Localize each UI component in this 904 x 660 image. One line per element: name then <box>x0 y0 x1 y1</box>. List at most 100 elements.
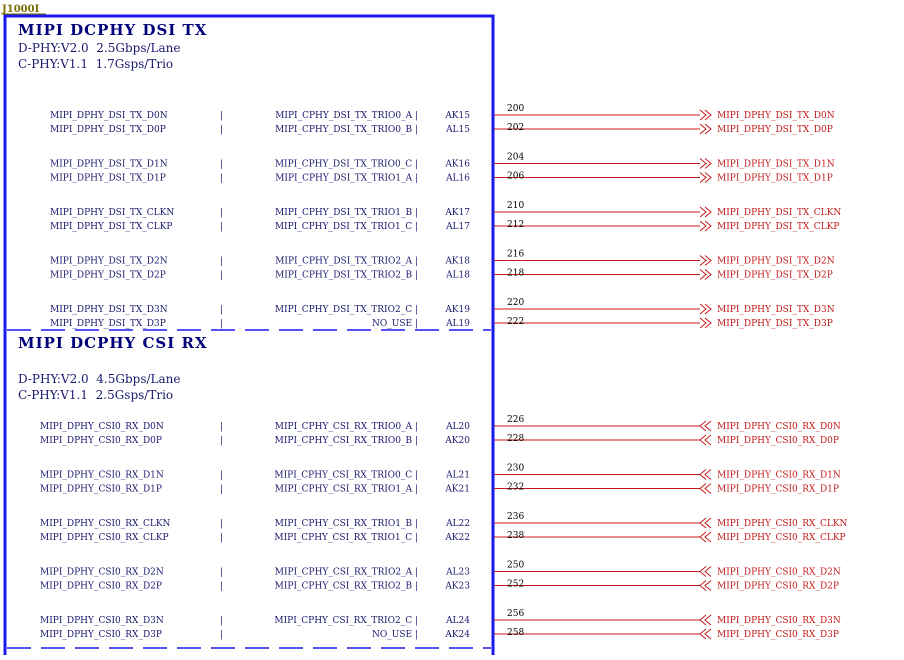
pin-row: MIPI_DPHY_DSI_TX_D0P|MIPI_CPHY_DSI_TX_TR… <box>50 123 833 135</box>
cphy-signal-name: MIPI_CPHY_DSI_TX_TRIO0_A | <box>275 111 418 121</box>
cphy-signal-name: MIPI_CPHY_DSI_TX_TRIO0_B | <box>275 125 418 135</box>
output-port-icon <box>699 220 712 232</box>
symbol-border <box>3 14 495 660</box>
net-label: MIPI_DPHY_CSI0_RX_D0P <box>717 436 839 446</box>
cphy-separator: | <box>220 160 223 170</box>
cphy-separator: | <box>220 208 223 218</box>
pin-row: MIPI_DPHY_CSI0_RX_D3N|MIPI_CPHY_CSI_RX_T… <box>40 609 841 626</box>
dphy-signal-name: MIPI_DPHY_CSI0_RX_CLKP <box>40 533 169 543</box>
net-label: MIPI_DPHY_DSI_TX_CLKP <box>717 222 839 232</box>
input-port-icon <box>699 469 712 480</box>
net-label: MIPI_DPHY_CSI0_RX_CLKN <box>717 519 848 529</box>
section-spec-line: C-PHY:V1.1 2.5Gsps/Trio <box>18 388 173 402</box>
dphy-signal-name: MIPI_DPHY_CSI0_RX_CLKN <box>40 519 171 529</box>
pin-row: MIPI_DPHY_DSI_TX_CLKP | MIPI_CPHY_DSI_TX_T… <box>50 220 839 232</box>
pin-number: 238 <box>507 531 524 541</box>
pin-number: 200 <box>507 104 524 114</box>
pin-number: 216 <box>507 250 524 260</box>
pin-row: MIPI_DPHY_CSI0_RX_D0P | MIPI_CPHY_CSI_RX_T… <box>40 434 839 446</box>
cphy-separator: | <box>220 305 223 315</box>
net-label: MIPI_DPHY_DSI_TX_D2N <box>717 257 835 267</box>
pin-row: MIPI_DPHY_DSI_TX_D2N|MIPI_CPHY_DSI_TX_TR… <box>50 250 835 267</box>
cphy-signal-name: NO_USE | <box>372 630 418 640</box>
cphy-separator: | <box>220 485 223 495</box>
cphy-separator: | <box>220 519 223 529</box>
net-label: MIPI_DPHY_DSI_TX_D0P <box>717 125 833 135</box>
input-port-icon <box>699 434 712 446</box>
section-csi-rx: MIPI DCPHY CSI RX D-PHY:V2.0 4.5Gbps/Lane… <box>7 334 848 649</box>
pin-number: 212 <box>507 220 524 230</box>
output-port-icon <box>699 303 712 315</box>
pin-number: 220 <box>507 298 524 308</box>
cphy-signal-name: MIPI_CPHY_DSI_TX_TRIO1_C | <box>275 222 418 232</box>
dphy-signal-name: MIPI_DPHY_DSI_TX_D2N <box>50 257 168 267</box>
input-port-icon <box>699 614 712 626</box>
output-port-icon <box>699 172 712 183</box>
cphy-separator: | <box>220 616 223 626</box>
dphy-signal-name: MIPI_DPHY_CSI0_RX_D2P <box>40 582 162 592</box>
pin-number: 228 <box>507 434 524 444</box>
net-label: MIPI_DPHY_DSI_TX_D3P <box>717 319 833 329</box>
cphy-separator: | <box>220 582 223 592</box>
section-spec-line: D-PHY:V2.0 4.5Gbps/Lane <box>18 372 181 386</box>
pin-row: MIPI_DPHY_DSI_TX_CLKN|MIPI_CPHY_DSI_TX_T… <box>50 201 841 218</box>
dphy-signal-name: MIPI_DPHY_CSI0_RX_D3N <box>40 616 164 626</box>
ball-name: AL18 <box>445 271 470 281</box>
cphy-separator: | <box>220 174 223 184</box>
section-spec-line: D-PHY:V2.0 2.5Gbps/Lane <box>18 41 181 55</box>
ball-name: AL24 <box>445 616 470 626</box>
ball-name: AK24 <box>444 630 470 640</box>
cphy-separator: | <box>220 222 223 232</box>
pin-row: MIPI_DPHY_DSI_TX_D3N|MIPI_CPHY_DSI_TX_TR… <box>50 298 835 315</box>
pin-number: 258 <box>507 628 524 638</box>
ball-name: AL19 <box>445 319 470 329</box>
ball-name: AL21 <box>445 471 470 481</box>
net-label: MIPI_DPHY_DSI_TX_D0N <box>717 111 835 121</box>
pin-number: 230 <box>507 464 524 474</box>
cphy-signal-name: MIPI_CPHY_CSI_RX_TRIO1_C | <box>274 533 418 543</box>
output-port-icon <box>699 158 712 169</box>
cphy-signal-name: MIPI_CPHY_CSI_RX_TRIO0_B | <box>275 436 418 446</box>
pin-row: MIPI_DPHY_DSI_TX_D1P|MIPI_CPHY_DSI_TX_TR… <box>50 172 833 184</box>
cphy-separator: | <box>220 568 223 578</box>
cphy-separator: | <box>220 111 223 121</box>
ball-name: AK16 <box>444 160 470 170</box>
input-port-icon <box>699 420 712 432</box>
ball-name: AK15 <box>444 111 470 121</box>
ball-name: AL15 <box>445 125 470 135</box>
pin-row: MIPI_DPHY_CSI0_RX_CLKP|MIPI_CPHY_CSI_RX_… <box>40 531 846 543</box>
ball-name: AK22 <box>444 533 470 543</box>
dphy-signal-name: MIPI_DPHY_CSI0_RX_D2N <box>40 568 164 578</box>
net-label: MIPI_DPHY_CSI0_RX_D0N <box>717 422 841 432</box>
cphy-signal-name: NO_USE | <box>372 319 418 329</box>
pin-number: 236 <box>507 512 524 522</box>
section-title: MIPI DCPHY CSI RX <box>18 334 208 352</box>
dphy-signal-name: MIPI_DPHY_CSI0_RX_D0N <box>40 422 164 432</box>
cphy-separator: | <box>220 436 223 446</box>
ball-name: AL20 <box>445 422 470 432</box>
pin-number: 204 <box>507 153 524 163</box>
cphy-signal-name: MIPI_CPHY_CSI_RX_TRIO0_C | <box>274 471 418 481</box>
input-port-icon <box>699 566 712 577</box>
input-port-icon <box>699 531 712 543</box>
cphy-signal-name: MIPI_CPHY_DSI_TX_TRIO1_B | <box>275 208 418 218</box>
output-port-icon <box>699 109 712 121</box>
net-label: MIPI_DPHY_DSI_TX_D2P <box>717 271 833 281</box>
dphy-signal-name: MIPI_DPHY_DSI_TX_CLKP <box>50 222 172 232</box>
input-port-icon <box>699 580 712 591</box>
cphy-separator: | <box>220 271 223 281</box>
cphy-separator: | <box>220 630 223 640</box>
cphy-separator: | <box>220 422 223 432</box>
cphy-separator: | <box>220 471 223 481</box>
dphy-signal-name: MIPI_DPHY_CSI0_RX_D3P <box>40 630 162 640</box>
pin-row: MIPI_DPHY_DSI_TX_D0N | MIPI_CPHY_DSI_TX_TR… <box>50 104 835 121</box>
pin-row: MIPI_DPHY_CSI0_RX_D2P|MIPI_CPHY_CSI_RX_T… <box>40 580 839 592</box>
net-label: MIPI_DPHY_CSI0_RX_D1P <box>717 485 839 495</box>
pin-number: 218 <box>507 269 524 279</box>
net-label: MIPI_DPHY_CSI0_RX_D2N <box>717 568 841 578</box>
ball-name: AK20 <box>444 436 470 446</box>
ref-designator: J1000I <box>1 4 40 15</box>
